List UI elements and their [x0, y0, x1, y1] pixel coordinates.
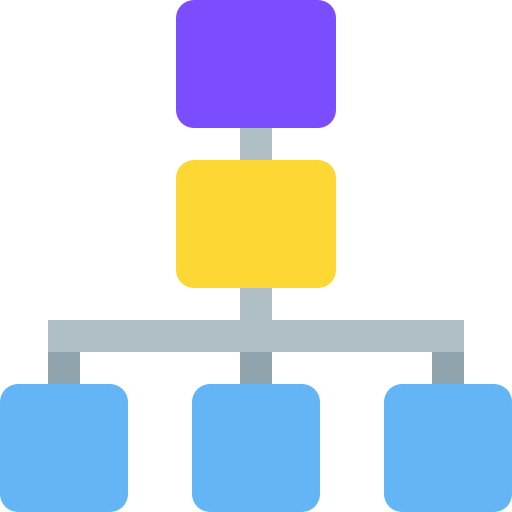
node-bottom-center [192, 384, 320, 512]
connector-drop-right [432, 352, 464, 384]
connector-top-to-mid [240, 128, 272, 160]
node-top [176, 0, 336, 128]
node-bottom-right [384, 384, 512, 512]
connector-horizontal-bus [48, 320, 464, 352]
connector-drop-left [48, 352, 80, 384]
node-mid [176, 160, 336, 288]
connector-mid-to-bus [240, 288, 272, 320]
node-bottom-left [0, 384, 128, 512]
connector-drop-center [240, 352, 272, 384]
